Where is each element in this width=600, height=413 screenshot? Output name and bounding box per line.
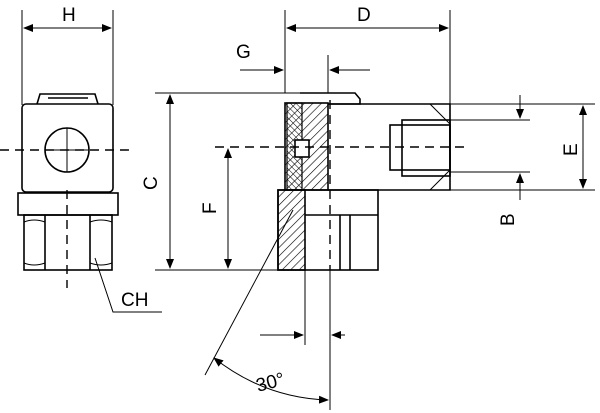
leader-ch	[94, 257, 162, 313]
label-b: B	[498, 213, 519, 226]
label-e: E	[561, 143, 582, 156]
label-f: F	[200, 202, 221, 214]
label-h: H	[62, 5, 76, 26]
label-g: G	[236, 42, 251, 63]
label-d: D	[357, 5, 371, 26]
section-view	[155, 10, 595, 410]
label-ch: CH	[121, 290, 148, 311]
label-c: C	[141, 176, 162, 190]
side-view	[0, 10, 162, 313]
angle-dimension	[213, 357, 329, 404]
